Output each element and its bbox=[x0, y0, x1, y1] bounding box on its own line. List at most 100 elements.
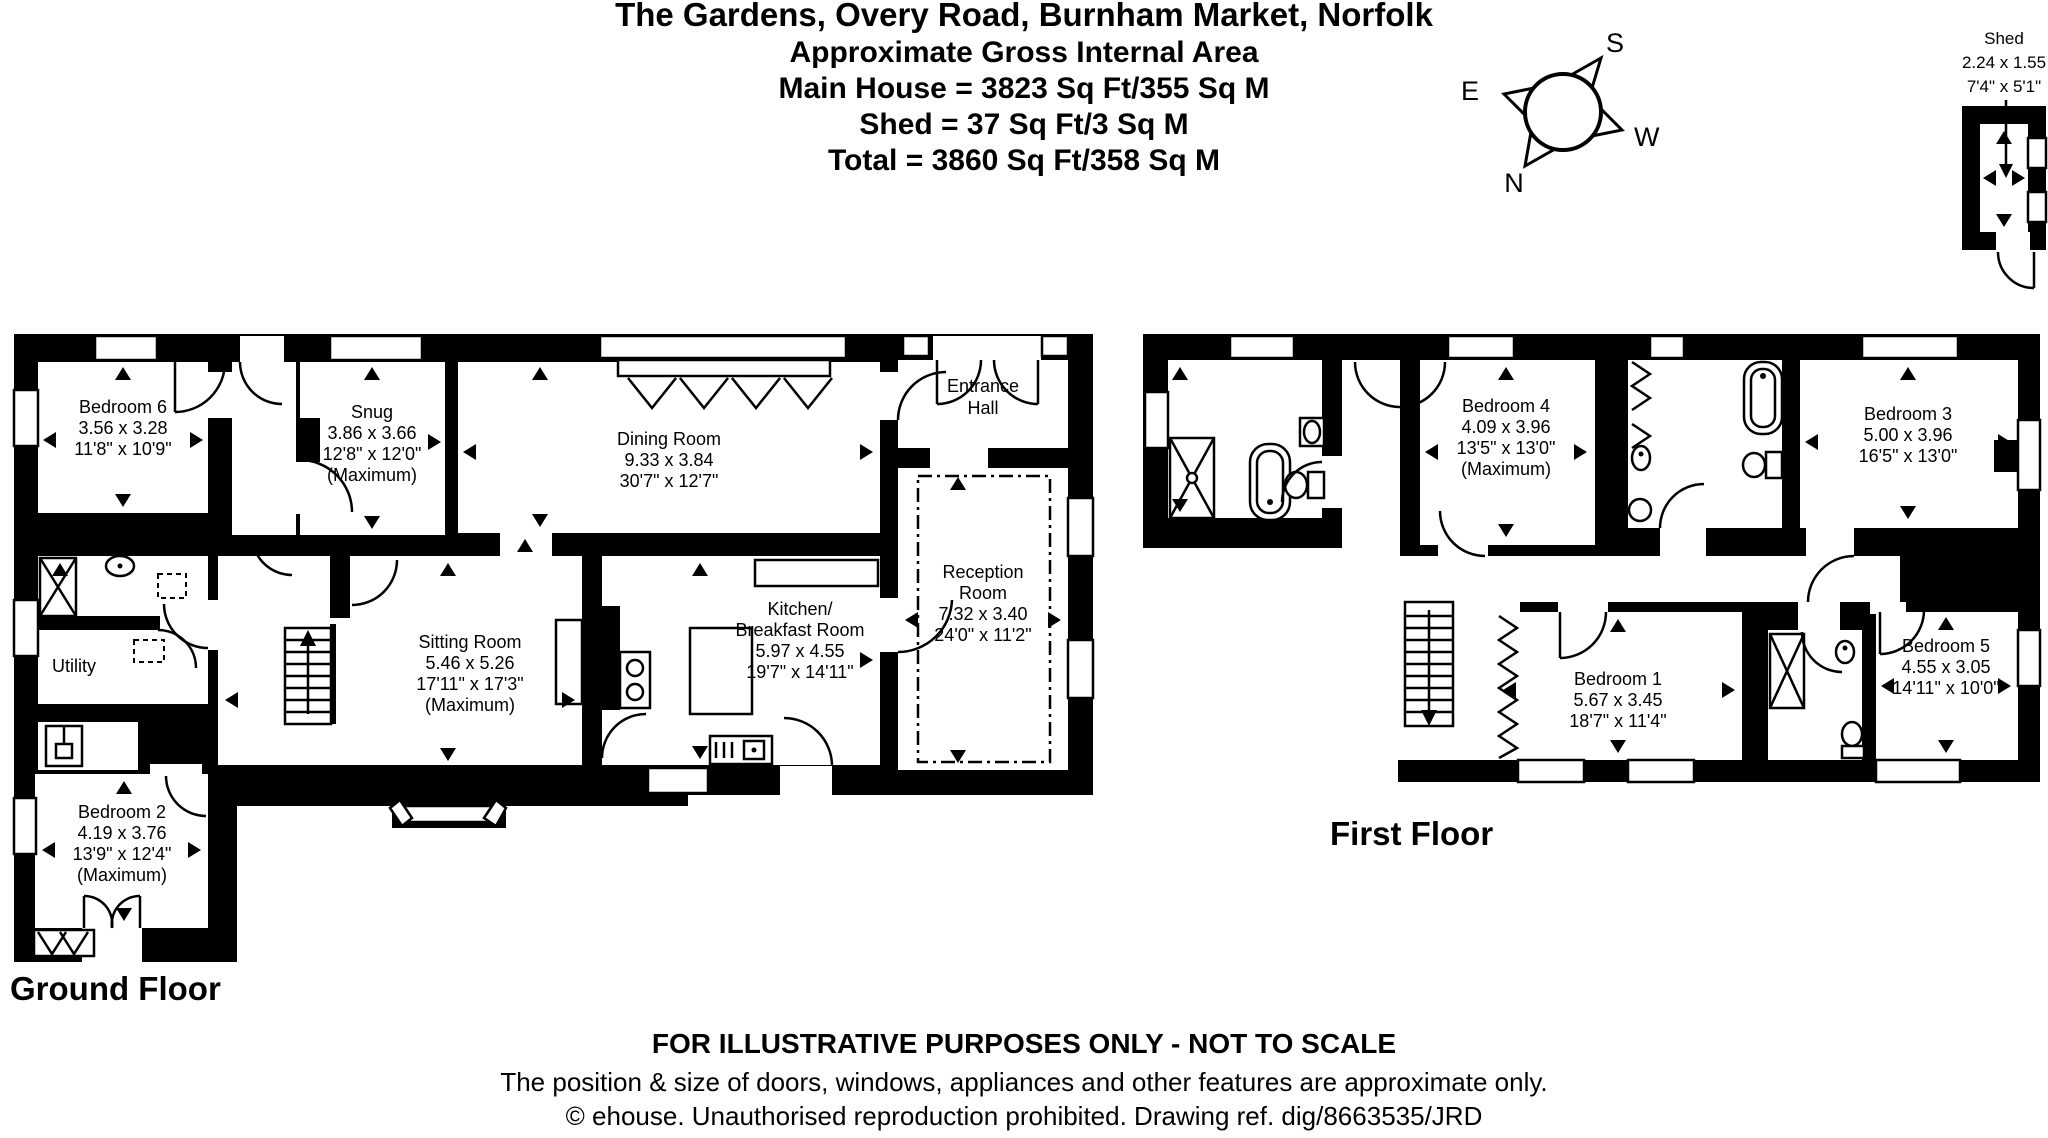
room-dim-metric: 3.56 x 3.28 bbox=[78, 418, 167, 438]
window bbox=[93, 334, 159, 362]
window bbox=[12, 598, 40, 658]
shed-imperial: 7'4" x 5'1" bbox=[1967, 77, 2041, 96]
tap-icon bbox=[751, 747, 757, 753]
bathtub-icon bbox=[1255, 449, 1285, 515]
window bbox=[2016, 418, 2042, 492]
dimension-arrow bbox=[52, 563, 68, 576]
room-dim-metric: 5.00 x 3.96 bbox=[1863, 425, 1952, 445]
bay-window bbox=[396, 804, 500, 824]
footer: FOR ILLUSTRATIVE PURPOSES ONLY - NOT TO … bbox=[500, 1028, 1547, 1131]
room-dining bbox=[458, 362, 880, 533]
room-dim-imperial: 14'11" x 10'0" bbox=[1892, 678, 1999, 698]
window bbox=[1143, 390, 1170, 450]
door-opening bbox=[1660, 528, 1706, 558]
tap-icon bbox=[117, 563, 123, 569]
dimension-arrow bbox=[517, 539, 533, 552]
tap-icon bbox=[1638, 451, 1644, 457]
door-opening bbox=[930, 448, 988, 470]
room-sitting bbox=[218, 556, 582, 765]
dimension-arrow bbox=[190, 432, 203, 448]
dimension-arrow bbox=[1610, 740, 1626, 753]
room-label: Breakfast Room bbox=[735, 620, 864, 640]
dimension-arrow bbox=[1498, 524, 1514, 537]
room-dim-metric: 5.67 x 3.45 bbox=[1573, 690, 1662, 710]
room-hallway bbox=[1342, 360, 1400, 556]
room-dim-imperial: 12'8" x 12'0" bbox=[323, 444, 422, 464]
room-hall bbox=[232, 362, 296, 535]
dimension-arrow bbox=[1172, 367, 1188, 380]
bathtub-icon bbox=[1749, 367, 1777, 429]
room-bedroom-6 bbox=[38, 362, 208, 513]
room-reception bbox=[898, 468, 1068, 770]
shed-plan: Shed 2.24 x 1.55 7'4" x 5'1" bbox=[1962, 29, 2048, 290]
room-dim-metric: 4.55 x 3.05 bbox=[1901, 657, 1990, 677]
title-subtitle: Approximate Gross Internal Area bbox=[789, 36, 1258, 69]
radiator-icon bbox=[1631, 422, 1653, 450]
title-main-house-area: Main House = 3823 Sq Ft/355 Sq M bbox=[779, 72, 1270, 105]
dimension-arrow bbox=[364, 516, 380, 529]
room-bedroom-3 bbox=[1800, 360, 2018, 528]
title-block: The Gardens, Overy Road, Burnham Market,… bbox=[615, 0, 1434, 177]
room-dim-metric: 4.19 x 3.76 bbox=[77, 823, 166, 843]
room-label: Bedroom 4 bbox=[1462, 396, 1550, 416]
room-dim-imperial: 13'5" x 13'0" bbox=[1457, 438, 1556, 458]
door-opening bbox=[933, 336, 1041, 362]
door-opening bbox=[1996, 232, 2030, 252]
room-label: Bedroom 6 bbox=[79, 397, 167, 417]
shower-icon bbox=[1768, 633, 1806, 709]
window bbox=[12, 388, 40, 448]
room-dim-imperial: 13'9" x 12'4" bbox=[73, 844, 172, 864]
toilet-icon bbox=[1840, 720, 1864, 748]
dimension-arrow bbox=[692, 563, 708, 576]
bathtub-icon bbox=[1742, 360, 1784, 436]
shed-metric: 2.24 x 1.55 bbox=[1962, 53, 2046, 72]
ensuite-fixtures bbox=[1627, 360, 1784, 523]
door-opening bbox=[240, 336, 284, 364]
dimension-arrow bbox=[305, 434, 318, 450]
toilet-icon bbox=[1764, 450, 1784, 480]
dimension-arrow bbox=[1048, 612, 1061, 628]
window bbox=[1516, 758, 1586, 784]
window bbox=[1446, 334, 1516, 360]
footer-disclaimer-bold: FOR ILLUSTRATIVE PURPOSES ONLY - NOT TO … bbox=[652, 1028, 1396, 1059]
tap-icon bbox=[1842, 645, 1848, 651]
window bbox=[1648, 334, 1686, 360]
room-label: Hall bbox=[967, 398, 998, 418]
dimension-arrow bbox=[1900, 367, 1916, 380]
room-label: Bedroom 1 bbox=[1574, 669, 1662, 689]
drain-icon bbox=[1760, 373, 1766, 379]
window bbox=[1066, 496, 1095, 558]
dimension-arrow bbox=[1722, 682, 1735, 698]
window bbox=[598, 334, 848, 360]
compass-east-label: E bbox=[1461, 76, 1479, 106]
window bbox=[646, 766, 710, 795]
shed-name: Shed bbox=[1984, 29, 2024, 48]
window bbox=[901, 334, 931, 358]
shower-room-fixtures bbox=[1768, 632, 1866, 760]
room-dim-note: (Maximum) bbox=[77, 865, 167, 885]
window bbox=[1040, 334, 1070, 358]
ground-floor-title: Ground Floor bbox=[10, 970, 221, 1007]
utility-fixtures bbox=[38, 554, 187, 768]
dimension-arrow bbox=[1610, 619, 1626, 632]
bay-window-pane bbox=[482, 798, 508, 828]
room-label: Dining Room bbox=[617, 429, 721, 449]
room-dim-imperial: 24'0" x 11'2" bbox=[934, 625, 1031, 645]
shower-drain-icon bbox=[1185, 471, 1199, 485]
wardrobe-icon bbox=[1496, 614, 1520, 760]
window bbox=[328, 334, 424, 362]
room-dim-imperial: 11'8" x 10'9" bbox=[74, 439, 171, 459]
footer-disclaimer: The position & size of doors, windows, a… bbox=[500, 1067, 1547, 1097]
room-label: Entrance bbox=[947, 376, 1019, 396]
dimension-arrow bbox=[440, 563, 456, 576]
door-opening bbox=[150, 764, 202, 776]
room-dim-imperial: 30'7" x 12'7" bbox=[620, 471, 719, 491]
toilet-icon bbox=[1840, 744, 1866, 760]
washing-machine-icon bbox=[38, 557, 78, 617]
drain-icon bbox=[1267, 499, 1273, 505]
dimension-arrow bbox=[1938, 617, 1954, 630]
basin-icon bbox=[1302, 419, 1322, 445]
wall bbox=[330, 556, 350, 618]
room-bedroom-4 bbox=[1420, 360, 1595, 545]
